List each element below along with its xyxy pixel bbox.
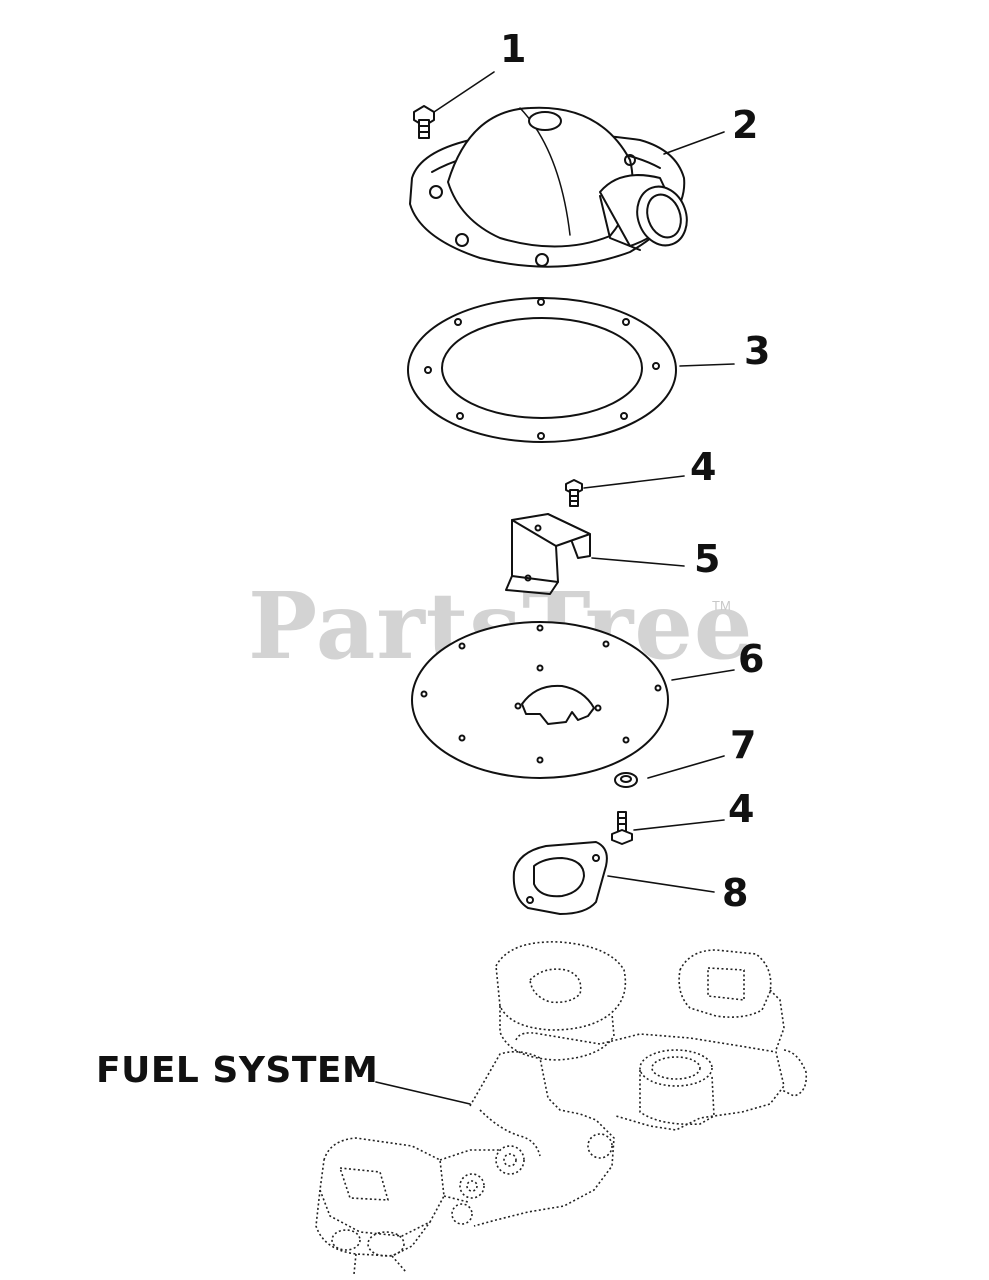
callout-6: 6 <box>738 637 765 681</box>
part-4-bolt-upper <box>565 479 583 507</box>
part-6-diaphragm <box>411 621 669 779</box>
callout-5: 5 <box>694 537 721 581</box>
part-2-cover <box>409 106 688 268</box>
trademark-mark: TM <box>712 598 731 613</box>
leader-lines <box>375 71 735 1105</box>
part-3-gasket <box>407 297 677 443</box>
callout-4-lower: 4 <box>728 787 755 831</box>
part-8-plate-gasket <box>512 841 608 915</box>
callout-2: 2 <box>732 103 759 147</box>
part-5-bracket <box>505 513 591 595</box>
callout-3: 3 <box>744 329 771 373</box>
part-7-washer <box>614 772 638 788</box>
part-4-bolt-lower <box>611 811 633 845</box>
callout-1: 1 <box>500 27 527 71</box>
callout-7: 7 <box>730 723 757 767</box>
part-1-bolt <box>413 105 435 139</box>
fuel-system-label: FUEL SYSTEM <box>96 1050 379 1091</box>
callout-8: 8 <box>722 871 749 915</box>
callout-4-upper: 4 <box>690 445 717 489</box>
fuel-system-assembly <box>315 941 808 1275</box>
